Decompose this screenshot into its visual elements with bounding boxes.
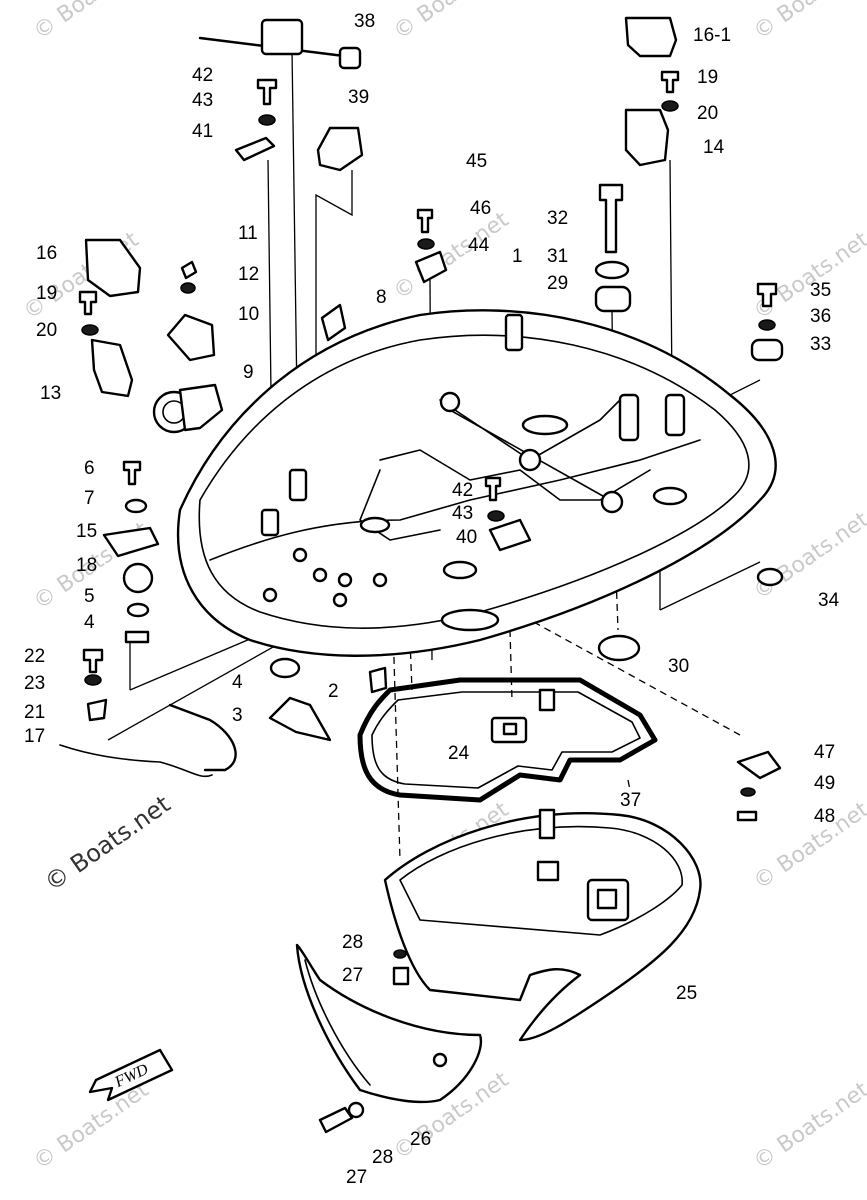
watermark-text: © Boats.net — [29, 0, 154, 45]
callout-c-46: 46 — [470, 198, 491, 219]
callout-c-2: 2 — [328, 681, 339, 702]
callout-c-30: 30 — [668, 656, 689, 677]
callout-c-42a: 42 — [192, 65, 213, 86]
seal — [357, 677, 658, 803]
watermark-text: © Boats.net — [749, 227, 867, 325]
watermark-text: © Boats.net — [389, 0, 514, 45]
callout-c-45: 45 — [466, 151, 487, 172]
bottom-cowl — [176, 309, 777, 657]
callout-c-24: 24 — [448, 743, 470, 764]
callout-c-32: 32 — [547, 208, 568, 229]
callout-c-7: 7 — [84, 488, 95, 509]
callout-c-47: 47 — [814, 742, 835, 763]
callout-c-33: 33 — [810, 334, 831, 355]
watermark-text: © Boats.net — [749, 507, 867, 605]
watermark-text-prominent: © Boats.net — [39, 790, 175, 897]
callout-c-9: 9 — [243, 362, 254, 383]
callout-c-25: 25 — [676, 983, 697, 1004]
callout-c-16: 16 — [36, 243, 57, 264]
callout-c-49: 49 — [814, 773, 835, 794]
callout-c-15: 15 — [76, 521, 97, 542]
callout-c-39: 39 — [348, 87, 369, 108]
callout-c-36: 36 — [810, 306, 831, 327]
callout-c-3: 3 — [232, 705, 243, 726]
callout-c-22: 22 — [24, 646, 45, 667]
callout-c-28b: 28 — [372, 1147, 393, 1168]
callout-c-27a: 27 — [342, 965, 363, 986]
callout-c-48: 48 — [814, 806, 835, 827]
callout-c-20a: 20 — [697, 103, 718, 124]
callout-c-6: 6 — [84, 458, 95, 479]
callout-c-42b: 42 — [452, 480, 473, 501]
callout-c-21: 21 — [24, 702, 45, 723]
callout-c-37: 37 — [620, 790, 641, 811]
callout-c-43a: 43 — [192, 90, 213, 111]
callout-c-29: 29 — [547, 273, 568, 294]
callout-c-28a: 28 — [342, 932, 363, 953]
watermark-text: © Boats.net — [749, 0, 867, 45]
watermark-text: © Boats.net — [749, 797, 867, 895]
callout-c-20b: 20 — [36, 320, 57, 341]
side-cover — [295, 943, 483, 1134]
callout-c-26: 26 — [410, 1129, 431, 1150]
bottom-cover — [383, 808, 702, 1042]
callout-c-5: 5 — [84, 586, 95, 607]
callout-c-23: 23 — [24, 673, 45, 694]
callout-c-14: 14 — [703, 137, 725, 158]
callout-c-18: 18 — [76, 555, 97, 576]
callout-c-19a: 19 — [697, 67, 718, 88]
callout-c-11: 11 — [238, 223, 258, 244]
callout-c-38: 38 — [354, 11, 375, 32]
callout-c-4b: 4 — [232, 672, 243, 693]
callout-c-8: 8 — [376, 287, 387, 308]
callout-c-31: 31 — [547, 246, 568, 267]
callout-c-35: 35 — [810, 280, 831, 301]
callout-c-43b: 43 — [452, 503, 473, 524]
callout-c-41: 41 — [192, 121, 213, 142]
callout-c-44: 44 — [468, 235, 490, 256]
callout-c-13: 13 — [40, 383, 61, 404]
callout-c-17: 17 — [24, 726, 45, 747]
callout-c-12: 12 — [238, 264, 259, 285]
watermark-text: © Boats.net — [749, 1077, 867, 1175]
callout-c-34: 34 — [818, 590, 840, 611]
watermark-text: © Boats.net — [389, 207, 514, 305]
callout-c-16-1: 16-1 — [693, 25, 731, 46]
callout-c-19b: 19 — [36, 283, 57, 304]
hardware-parts — [59, 16, 784, 986]
callout-c-10: 10 — [238, 304, 259, 325]
callout-c-1: 1 — [512, 246, 523, 267]
callout-c-4a: 4 — [84, 612, 95, 633]
callout-c-27b: 27 — [346, 1167, 367, 1188]
callout-c-40: 40 — [456, 527, 477, 548]
